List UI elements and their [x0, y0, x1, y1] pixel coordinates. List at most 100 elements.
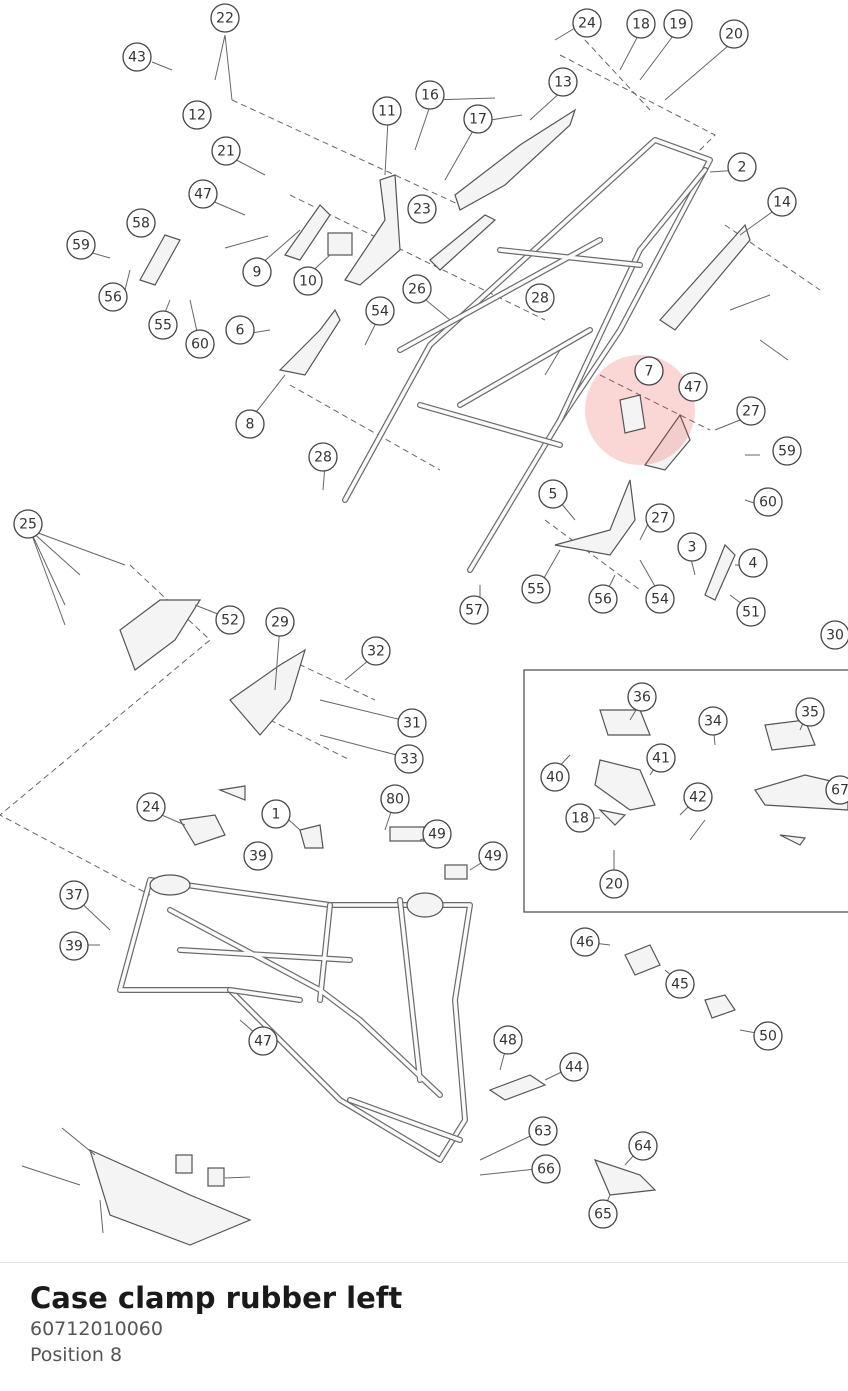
- callout-4[interactable]: 4: [738, 548, 768, 578]
- callout-number: 2: [738, 160, 747, 176]
- callout-56[interactable]: 56: [588, 584, 618, 614]
- callout-12[interactable]: 12: [182, 100, 212, 130]
- callout-20[interactable]: 20: [719, 19, 749, 49]
- callout-48[interactable]: 48: [493, 1025, 523, 1055]
- part-position: Position 8: [30, 1344, 123, 1366]
- callout-60[interactable]: 60: [753, 487, 783, 517]
- callout-number: 58: [132, 216, 150, 232]
- callout-65[interactable]: 65: [588, 1199, 618, 1229]
- callout-49[interactable]: 49: [422, 819, 452, 849]
- callout-9[interactable]: 9: [242, 257, 272, 287]
- callout-number: 11: [378, 104, 396, 120]
- callout-37[interactable]: 37: [59, 880, 89, 910]
- callout-39[interactable]: 39: [59, 931, 89, 961]
- callout-24[interactable]: 24: [136, 792, 166, 822]
- callout-30[interactable]: 30: [820, 620, 848, 650]
- callout-19[interactable]: 19: [663, 9, 693, 39]
- callout-number: 19: [669, 17, 687, 33]
- callout-29[interactable]: 29: [265, 607, 295, 637]
- callout-47[interactable]: 47: [678, 372, 708, 402]
- callout-47[interactable]: 47: [248, 1026, 278, 1056]
- callout-64[interactable]: 64: [628, 1131, 658, 1161]
- callout-number: 32: [367, 644, 385, 660]
- callout-28[interactable]: 28: [308, 442, 338, 472]
- callout-60[interactable]: 60: [185, 329, 215, 359]
- callout-58[interactable]: 58: [126, 208, 156, 238]
- callout-number: 44: [565, 1060, 583, 1076]
- callout-10[interactable]: 10: [293, 266, 323, 296]
- callout-50[interactable]: 50: [753, 1021, 783, 1051]
- callout-63[interactable]: 63: [528, 1116, 558, 1146]
- callout-27[interactable]: 27: [736, 396, 766, 426]
- callout-18[interactable]: 18: [565, 803, 595, 833]
- callout-54[interactable]: 54: [365, 296, 395, 326]
- callout-18[interactable]: 18: [626, 9, 656, 39]
- callout-17[interactable]: 17: [463, 104, 493, 134]
- callout-46[interactable]: 46: [570, 927, 600, 957]
- callout-number: 59: [778, 444, 796, 460]
- callout-80[interactable]: 80: [380, 784, 410, 814]
- callout-49[interactable]: 49: [478, 841, 508, 871]
- callout-number: 37: [65, 888, 83, 904]
- callout-59[interactable]: 59: [66, 230, 96, 260]
- callout-24[interactable]: 24: [572, 8, 602, 38]
- callout-36[interactable]: 36: [627, 682, 657, 712]
- callout-number: 46: [576, 935, 594, 951]
- callout-56[interactable]: 56: [98, 282, 128, 312]
- callout-44[interactable]: 44: [559, 1052, 589, 1082]
- callout-11[interactable]: 11: [372, 96, 402, 126]
- callout-number: 23: [413, 202, 431, 218]
- callout-number: 49: [484, 849, 502, 865]
- callout-20[interactable]: 20: [599, 869, 629, 899]
- callout-28[interactable]: 28: [525, 283, 555, 313]
- callout-52[interactable]: 52: [215, 605, 245, 635]
- callout-51[interactable]: 51: [736, 597, 766, 627]
- callout-3[interactable]: 3: [677, 532, 707, 562]
- callout-number: 60: [191, 337, 209, 353]
- callout-14[interactable]: 14: [767, 187, 797, 217]
- callout-55[interactable]: 55: [521, 574, 551, 604]
- callout-39[interactable]: 39: [243, 841, 273, 871]
- callout-31[interactable]: 31: [397, 708, 427, 738]
- callout-35[interactable]: 35: [795, 697, 825, 727]
- callout-21[interactable]: 21: [211, 136, 241, 166]
- callout-8[interactable]: 8: [235, 409, 265, 439]
- callout-number: 66: [537, 1162, 555, 1178]
- callout-number: 49: [428, 827, 446, 843]
- callout-number: 7: [645, 364, 654, 380]
- callout-67[interactable]: 67: [825, 775, 848, 805]
- callout-42[interactable]: 42: [683, 782, 713, 812]
- callout-66[interactable]: 66: [531, 1154, 561, 1184]
- callout-57[interactable]: 57: [459, 595, 489, 625]
- callout-23[interactable]: 23: [407, 194, 437, 224]
- callout-40[interactable]: 40: [540, 762, 570, 792]
- callout-5[interactable]: 5: [538, 479, 568, 509]
- callout-32[interactable]: 32: [361, 636, 391, 666]
- callout-41[interactable]: 41: [646, 743, 676, 773]
- callout-number: 8: [246, 417, 255, 433]
- callout-55[interactable]: 55: [148, 310, 178, 340]
- callout-2[interactable]: 2: [727, 152, 757, 182]
- callout-26[interactable]: 26: [402, 274, 432, 304]
- callout-54[interactable]: 54: [645, 584, 675, 614]
- callout-number: 25: [19, 517, 37, 533]
- callout-number: 80: [386, 792, 404, 808]
- callout-1[interactable]: 1: [261, 799, 291, 829]
- callout-34[interactable]: 34: [698, 706, 728, 736]
- callout-number: 55: [154, 318, 172, 334]
- callout-27[interactable]: 27: [645, 503, 675, 533]
- callout-7[interactable]: 7: [634, 356, 664, 386]
- callout-59[interactable]: 59: [772, 436, 802, 466]
- callout-47[interactable]: 47: [188, 179, 218, 209]
- callout-45[interactable]: 45: [665, 969, 695, 999]
- callout-16[interactable]: 16: [415, 80, 445, 110]
- callout-13[interactable]: 13: [548, 67, 578, 97]
- callout-6[interactable]: 6: [225, 315, 255, 345]
- callout-22[interactable]: 22: [210, 3, 240, 33]
- callout-number: 54: [371, 304, 389, 320]
- callout-number: 18: [571, 811, 589, 827]
- callout-25[interactable]: 25: [13, 509, 43, 539]
- callout-number: 28: [531, 291, 549, 307]
- callout-33[interactable]: 33: [394, 744, 424, 774]
- callout-43[interactable]: 43: [122, 42, 152, 72]
